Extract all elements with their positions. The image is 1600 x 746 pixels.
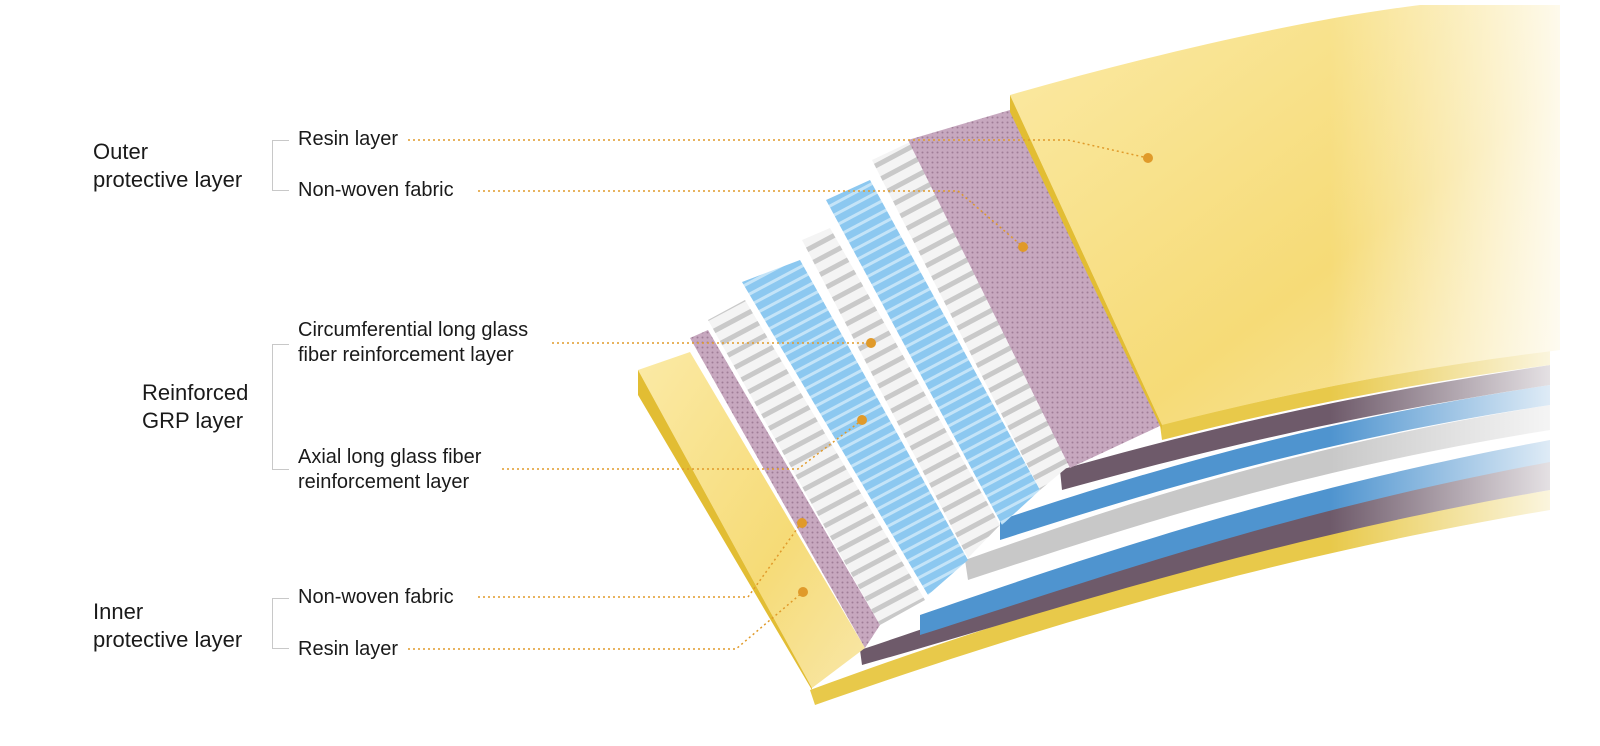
group-inner-protective: Inner protective layer xyxy=(93,598,242,654)
outer-resin-side xyxy=(1010,95,1162,430)
group-inner-line2: protective layer xyxy=(93,627,243,652)
marker-axial xyxy=(857,415,867,425)
lower-ribbed-layer xyxy=(708,300,925,625)
group-outer-line2: protective layer xyxy=(93,167,243,192)
leader-outer-nonwoven xyxy=(478,190,1023,247)
bracket-inner xyxy=(272,598,289,649)
label-circumferential-line1: Circumferential long glass xyxy=(298,319,529,341)
label-axial-line1: Axial long glass fiber xyxy=(298,446,482,468)
group-reinforced-line1: Reinforced xyxy=(142,380,249,405)
right-fade xyxy=(1330,0,1600,746)
group-outer-line1: Outer xyxy=(93,139,149,164)
label-circumferential-line2: fiber reinforcement layer xyxy=(298,344,514,366)
label-inner-resin: Resin layer xyxy=(298,638,399,660)
group-reinforced-grp: Reinforced GRP layer xyxy=(142,379,248,435)
leader-inner-resin xyxy=(408,591,804,650)
inner-nonwoven-layer xyxy=(690,330,880,648)
marker-inner-resin xyxy=(798,587,808,597)
circumferential-fiber-layer xyxy=(802,228,1000,558)
marker-outer-nonwoven xyxy=(1018,242,1028,252)
marker-outer-resin xyxy=(1143,153,1153,163)
group-inner-line1: Inner xyxy=(93,599,144,624)
label-axial-line2: reinforcement layer xyxy=(298,471,470,493)
leader-outer-resin xyxy=(408,139,1149,159)
bracket-reinforced xyxy=(272,344,289,470)
label-outer-nonwoven: Non-woven fabric xyxy=(298,179,454,201)
leader-inner-nonwoven xyxy=(478,521,803,598)
marker-circumferential xyxy=(866,338,876,348)
label-circumferential: Circumferential long glass fiber reinfor… xyxy=(298,318,528,368)
group-reinforced-line2: GRP layer xyxy=(142,408,244,433)
group-outer-protective: Outer protective layer xyxy=(93,138,242,194)
outer-nonwoven-layer xyxy=(908,110,1162,468)
label-axial: Axial long glass fiber reinforcement lay… xyxy=(298,445,481,495)
upper-blue-layer xyxy=(826,180,1040,525)
leader-axial xyxy=(502,419,863,470)
label-inner-nonwoven: Non-woven fabric xyxy=(298,586,454,608)
inner-resin-side xyxy=(638,370,812,690)
inner-resin-layer xyxy=(638,352,865,688)
marker-inner-nonwoven xyxy=(797,518,807,528)
label-outer-resin: Resin layer xyxy=(298,128,399,150)
upper-ribbed-layer xyxy=(872,142,1070,490)
bracket-outer xyxy=(272,140,289,191)
